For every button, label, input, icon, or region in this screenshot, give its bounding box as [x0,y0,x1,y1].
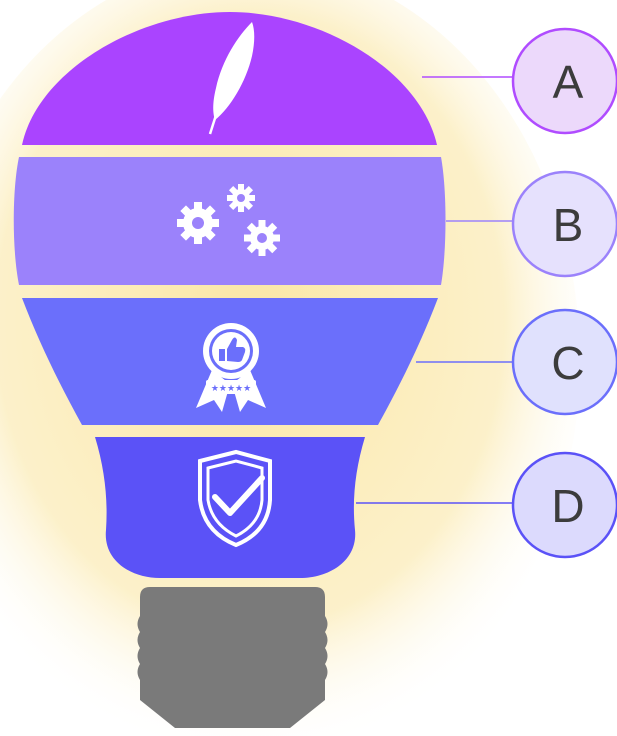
bulb-section-d [95,437,365,578]
label-b: B [553,199,584,251]
label-a: A [553,56,584,108]
label-c: C [551,337,584,389]
label-badge-a: A [511,27,617,135]
label-d: D [551,480,584,532]
bulb-base [137,587,328,728]
label-badge-c: C [511,308,617,416]
feather-icon [208,22,255,135]
label-badge-b: B [511,170,617,278]
svg-text:★★★★★: ★★★★★ [211,384,251,394]
label-badge-d: D [511,451,617,559]
rating-badge-icon: ★★★★★ [196,323,266,412]
bulb-section-b [13,157,446,285]
shield-check-icon [198,449,272,548]
